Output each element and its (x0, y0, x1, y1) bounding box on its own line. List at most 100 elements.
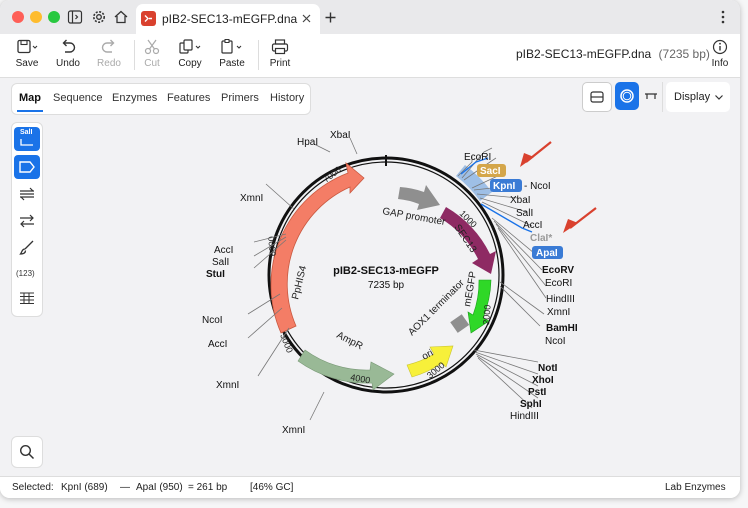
site-apai: ApaI (536, 248, 558, 259)
site-sali-left[interactable]: SalI (212, 257, 229, 268)
toolbar-divider (134, 40, 135, 70)
table-view-icon[interactable] (19, 292, 35, 306)
site-ecorv[interactable]: EcoRV (542, 265, 574, 276)
paste-button[interactable]: Paste (210, 37, 254, 73)
site-apai-badge[interactable] (532, 246, 563, 259)
copy-icon (179, 39, 201, 54)
plasmid-map-canvas[interactable]: PpHIS4 GAP promoter SEC13 mEGFP AOX1 ter… (52, 118, 730, 473)
document-tab[interactable]: pIB2-SEC13-mEGFP.dna (136, 4, 320, 34)
feature-ampr[interactable] (297, 349, 395, 391)
site-xmni-topleft[interactable]: XmnI (240, 193, 263, 204)
site-hindiii-bottom[interactable]: HindIII (510, 411, 539, 422)
site-stui[interactable]: StuI (206, 269, 225, 280)
tick-5000: 5000 (278, 332, 295, 354)
tab-map[interactable]: Map (19, 92, 41, 104)
undo-icon (62, 39, 76, 53)
cut-button[interactable]: Cut (130, 37, 174, 73)
cut-label: Cut (144, 58, 160, 69)
feature-aox1-terminator[interactable] (450, 314, 470, 333)
site-ncoi-kpn[interactable]: - NcoI (524, 181, 551, 192)
info-icon (712, 39, 728, 55)
minimize-window-button[interactable] (30, 11, 42, 23)
plus-icon[interactable] (325, 12, 336, 23)
view-tabs: Map Sequence Enzymes Features Primers Hi… (11, 83, 311, 115)
feature-megfp[interactable] (467, 279, 492, 334)
site-noti[interactable]: NotI (538, 363, 558, 374)
site-xhoi[interactable]: XhoI (532, 375, 554, 386)
site-ecori[interactable]: EcoRI (545, 278, 572, 289)
count-label[interactable]: (123) (16, 269, 35, 278)
tick-6000: 6000 (266, 236, 278, 257)
site-sali[interactable]: SalI (516, 208, 533, 219)
site-clai[interactable]: ClaI* (530, 233, 552, 244)
tab-sequence[interactable]: Sequence (53, 92, 103, 104)
enzyme-sites-button[interactable]: SalI (14, 127, 40, 151)
tab-history[interactable]: History (270, 92, 305, 104)
site-hindiii[interactable]: HindIII (546, 294, 575, 305)
redo-icon (101, 39, 115, 53)
view-controls: Display (582, 82, 730, 112)
site-acci-left[interactable]: AccI (214, 245, 233, 256)
site-acci-left2[interactable]: AccI (208, 339, 227, 350)
tab-features[interactable]: Features (167, 92, 211, 104)
site-kpni-badge[interactable] (490, 179, 522, 192)
site-acci[interactable]: AccI (523, 220, 542, 231)
brush-icon[interactable] (19, 240, 35, 256)
site-xbai[interactable]: XbaI (510, 195, 531, 206)
feature-ori[interactable] (406, 345, 454, 378)
zoom-window-button[interactable] (48, 11, 60, 23)
lab-enzymes-button[interactable]: Lab Enzymes (665, 482, 726, 493)
copy-button[interactable]: Copy (168, 37, 212, 73)
circular-view-button[interactable] (615, 82, 639, 110)
display-menu[interactable]: Display (666, 82, 730, 112)
site-psti[interactable]: PstI (528, 387, 547, 398)
site-saci-badge[interactable] (477, 164, 506, 177)
save-label: Save (15, 58, 39, 69)
tab-enzymes[interactable]: Enzymes (112, 92, 158, 104)
site-xmni-right[interactable]: XmnI (547, 307, 570, 318)
scissors-icon (144, 39, 160, 55)
tick-4000: 4000 (350, 372, 371, 385)
redo-label: Redo (97, 58, 121, 69)
close-window-button[interactable] (12, 11, 24, 23)
primers-icon[interactable] (19, 187, 35, 201)
site-sphi[interactable]: SphI (520, 399, 542, 410)
label-gap-promoter: GAP promoter (381, 206, 446, 228)
document-title: pIB2-SEC13-mEGFP.dna (516, 47, 652, 61)
plasmid-name: pIB2-SEC13-mEGFP (333, 265, 439, 277)
undo-button[interactable]: Undo (46, 37, 90, 73)
print-button[interactable]: Print (258, 37, 302, 73)
site-hpai[interactable]: HpaI (297, 137, 318, 148)
site-xmni-left[interactable]: XmnI (216, 380, 239, 391)
site-xmni-bottom[interactable]: XmnI (282, 425, 305, 436)
close-tab-icon[interactable] (302, 14, 311, 23)
site-ncoi-left[interactable]: NcoI (202, 315, 223, 326)
site-bamhi[interactable]: BamHI (546, 323, 578, 334)
map-view: Map Sequence Enzymes Features Primers Hi… (0, 78, 740, 476)
home-icon[interactable] (113, 9, 129, 25)
feature-sec13[interactable] (440, 207, 496, 274)
sidebar-toggle-icon[interactable] (67, 9, 83, 25)
gear-icon[interactable] (91, 9, 107, 25)
feature-gap-promoter[interactable] (398, 185, 440, 210)
linear-view-button[interactable] (582, 82, 612, 112)
kebab-icon[interactable] (720, 10, 726, 24)
save-button[interactable]: Save (5, 37, 49, 73)
site-xbai-top[interactable]: XbaI (330, 130, 351, 141)
clipboard-icon (221, 39, 242, 54)
status-length: = 261 bp (188, 482, 228, 493)
features-toggle-button[interactable] (14, 155, 40, 179)
site-ncoi-right[interactable]: NcoI (545, 336, 566, 347)
document-name: pIB2-SEC13-mEGFP.dna (7235 bp) (516, 47, 710, 61)
tab-primers[interactable]: Primers (221, 92, 259, 104)
search-button[interactable] (11, 436, 43, 468)
site-ecori-top[interactable]: EcoRI (464, 152, 491, 163)
active-tab-indicator (17, 110, 43, 112)
orfs-icon[interactable] (19, 214, 35, 228)
paste-label: Paste (219, 58, 245, 69)
info-button[interactable]: Info (698, 37, 740, 73)
status-selection-start: KpnI (689) (61, 482, 108, 493)
sequence-view-icon[interactable] (645, 92, 657, 100)
feature-pphis4[interactable] (270, 161, 365, 334)
redo-button[interactable]: Redo (87, 37, 131, 73)
